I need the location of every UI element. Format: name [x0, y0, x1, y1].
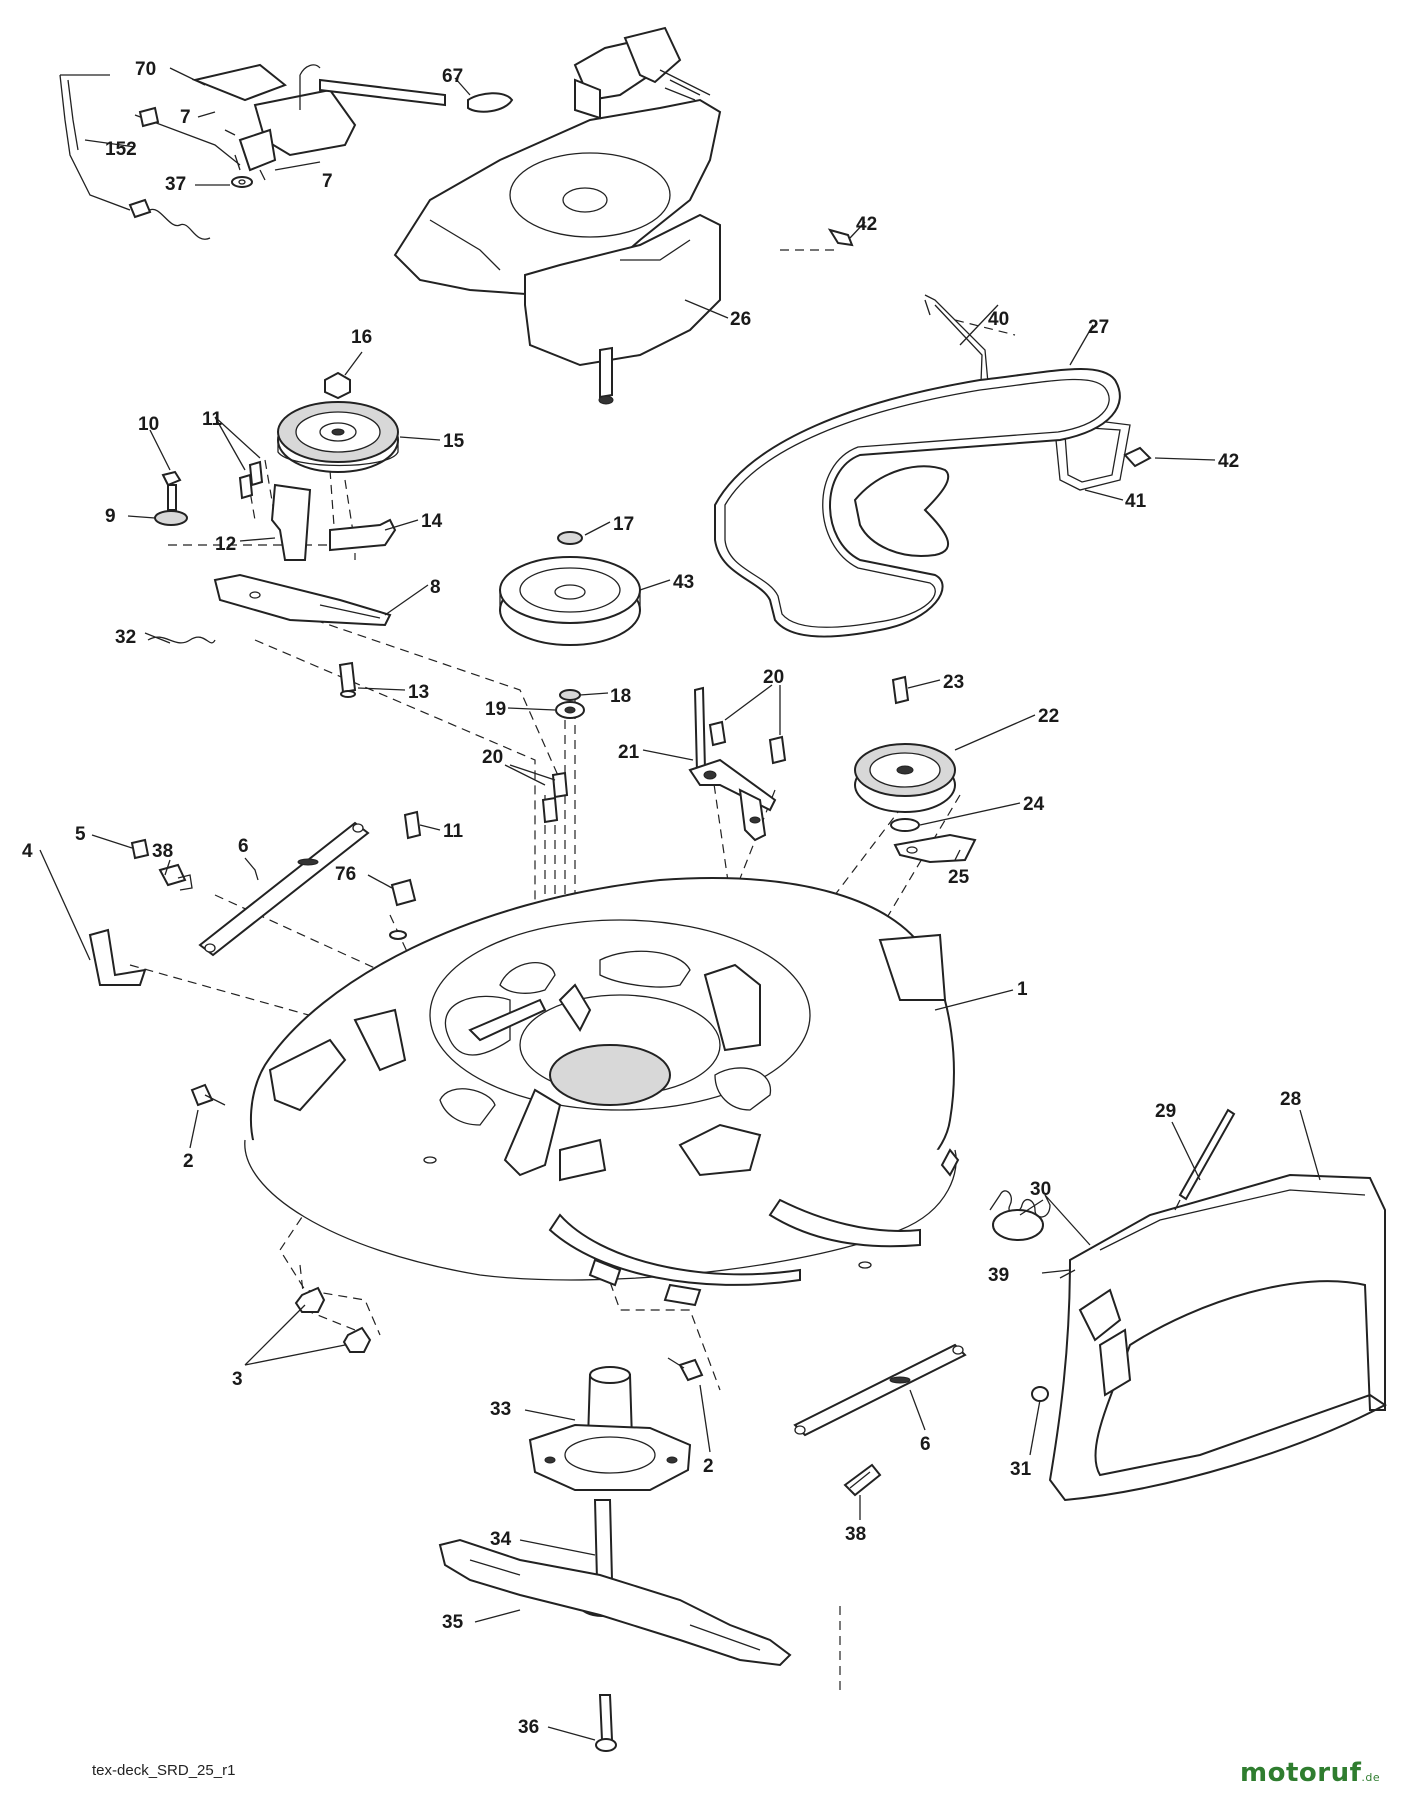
label-26: 26	[730, 309, 751, 330]
label-7-lower: 7	[322, 171, 333, 192]
label-7-upper: 7	[180, 107, 191, 128]
label-8: 8	[430, 577, 441, 598]
drive-belt	[714, 368, 1121, 638]
label-27: 27	[1088, 317, 1109, 338]
part-labels: 70 67 7 7 152 37 42 26 40 27 16 10 11 15…	[22, 59, 1301, 1738]
label-42-top: 42	[856, 214, 877, 235]
label-18: 18	[610, 686, 631, 707]
label-20-lower: 20	[482, 747, 503, 768]
label-19: 19	[485, 699, 506, 720]
label-20-upper: 20	[763, 667, 784, 688]
label-29: 29	[1155, 1101, 1176, 1122]
label-67: 67	[442, 66, 463, 87]
label-16: 16	[351, 327, 372, 348]
watermark-logo: motoruf.de	[1240, 1758, 1380, 1788]
label-36: 36	[518, 1717, 539, 1738]
label-21: 21	[618, 742, 640, 763]
label-6-right: 6	[920, 1434, 931, 1455]
leader-lines	[39, 67, 1321, 1741]
label-10: 10	[138, 414, 159, 435]
label-2-left: 2	[183, 1151, 194, 1172]
label-39: 39	[988, 1265, 1009, 1286]
label-42-right: 42	[1218, 451, 1239, 472]
right-hangers	[793, 1343, 967, 1497]
label-28: 28	[1280, 1089, 1301, 1110]
blade-spindle	[438, 1366, 792, 1752]
label-33: 33	[490, 1399, 511, 1420]
bracket-hardware	[147, 460, 397, 698]
label-25: 25	[948, 867, 970, 888]
label-24: 24	[1023, 794, 1045, 815]
deck-pins-nuts	[190, 1083, 704, 1382]
label-15: 15	[443, 431, 465, 452]
label-14: 14	[421, 511, 443, 532]
left-hangers	[88, 810, 422, 986]
watermark-suffix: .de	[1361, 1771, 1381, 1784]
label-70: 70	[135, 59, 156, 80]
label-23: 23	[943, 672, 964, 693]
label-11-upper: 11	[202, 409, 223, 430]
label-13: 13	[408, 682, 429, 703]
label-1: 1	[1017, 979, 1028, 1000]
label-12: 12	[215, 534, 236, 555]
discharge-chute	[989, 1108, 1387, 1502]
belt-cover-housing	[393, 26, 722, 405]
label-40: 40	[988, 309, 1009, 330]
label-30: 30	[1030, 1179, 1051, 1200]
label-32: 32	[115, 627, 136, 648]
label-152: 152	[105, 139, 137, 160]
idler-pulley-assembly	[277, 371, 399, 473]
label-34: 34	[490, 1529, 512, 1550]
label-5: 5	[75, 824, 86, 845]
second-idler-pulley	[854, 675, 977, 864]
label-38-right: 38	[845, 1524, 866, 1545]
label-41: 41	[1125, 491, 1147, 512]
lift-linkage	[59, 63, 514, 240]
label-4: 4	[22, 841, 33, 862]
label-11-lower: 11	[443, 821, 464, 842]
label-3: 3	[232, 1369, 243, 1390]
label-6-left: 6	[238, 836, 249, 857]
idler-arm	[541, 686, 787, 842]
label-37: 37	[165, 174, 186, 195]
label-38-left: 38	[152, 841, 173, 862]
label-43: 43	[673, 572, 694, 593]
label-9: 9	[105, 506, 116, 527]
label-2-right: 2	[703, 1456, 714, 1477]
label-31: 31	[1010, 1459, 1032, 1480]
label-76: 76	[335, 864, 356, 885]
mower-deck	[244, 877, 960, 1307]
watermark-text: motoruf	[1240, 1758, 1362, 1788]
label-22: 22	[1038, 706, 1059, 727]
label-17: 17	[613, 514, 634, 535]
drawing-code: tex-deck_SRD_25_r1	[92, 1762, 236, 1779]
label-35: 35	[442, 1612, 464, 1633]
